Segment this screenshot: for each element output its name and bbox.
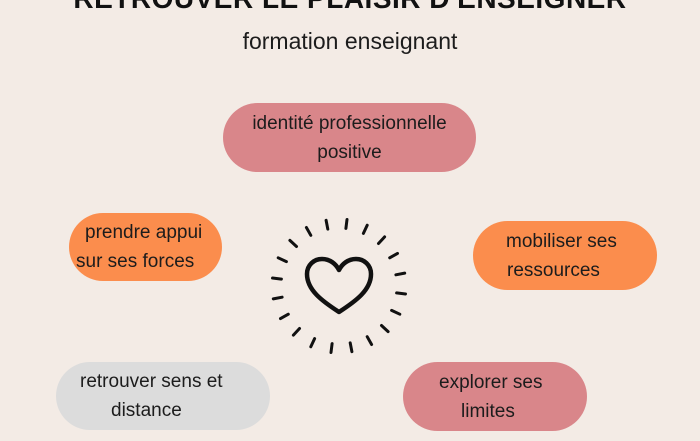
sunburst-rays xyxy=(271,218,407,354)
heart-shape xyxy=(304,256,374,315)
sunburst-ray xyxy=(324,218,330,231)
diagram-title: RETROUVER LE PLAISIR D'ENSEIGNER xyxy=(0,0,700,15)
node-label-line1: explorer ses xyxy=(439,371,543,393)
sunburst-ray xyxy=(395,291,407,296)
node-label-line2: positive xyxy=(317,141,382,163)
node-prendre-appui: prendre appui sur ses forces xyxy=(69,213,222,281)
sunburst-ray xyxy=(344,218,349,230)
sunburst-ray xyxy=(271,276,283,281)
node-label-line2: distance xyxy=(111,400,182,421)
sunburst-ray xyxy=(365,335,374,346)
node-mobiliser-ressources: mobiliser ses ressources xyxy=(473,221,657,290)
center-heart-icon xyxy=(262,208,416,358)
sunburst-ray xyxy=(390,308,402,316)
sunburst-ray xyxy=(304,226,313,237)
sunburst-ray xyxy=(388,251,399,260)
sunburst-ray xyxy=(348,341,354,354)
node-label-line1: retrouver sens et xyxy=(80,371,223,392)
node-label-line2: sur ses forces xyxy=(76,251,195,272)
diagram-subtitle: formation enseignant xyxy=(242,28,458,54)
node-identite-professionnelle: identité professionnelle positive xyxy=(223,103,476,172)
sunburst-ray xyxy=(380,324,390,334)
node-label-line2: limites xyxy=(461,400,515,422)
sunburst-ray xyxy=(288,238,298,248)
node-label-line2: ressources xyxy=(507,259,600,281)
sunburst-ray xyxy=(394,271,407,277)
sunburst-ray xyxy=(377,235,387,245)
sunburst-ray xyxy=(271,295,284,301)
sunburst-ray xyxy=(276,256,288,264)
node-label-line1: prendre appui xyxy=(85,222,203,243)
sunburst-ray xyxy=(361,223,369,235)
node-label-line1: identité professionnelle xyxy=(252,112,447,134)
sunburst-ray xyxy=(279,312,290,321)
sunburst-ray xyxy=(291,327,301,337)
node-label-line1: mobiliser ses xyxy=(506,230,617,252)
heart-icon xyxy=(271,218,407,354)
node-retrouver-sens: retrouver sens et distance xyxy=(56,362,270,430)
sunburst-ray xyxy=(329,342,334,354)
sunburst-ray xyxy=(309,337,317,349)
node-explorer-limites: explorer ses limites xyxy=(403,362,587,431)
